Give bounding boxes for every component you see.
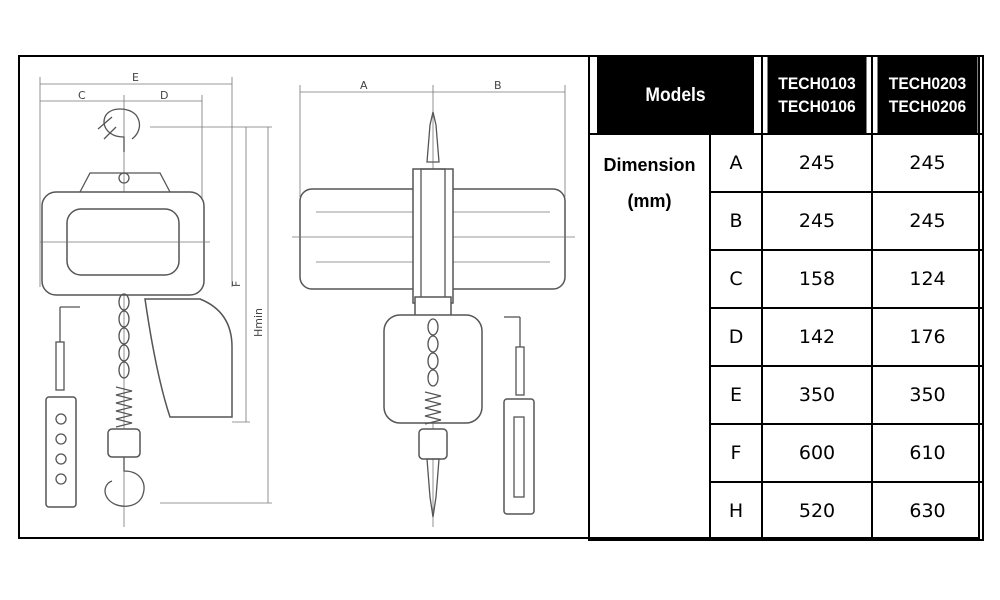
dimension-label-cell: Dimension (mm) [588,133,711,541]
row-key: E [708,365,764,425]
dim-label-a: A [360,79,368,92]
dim-label-d: D [160,89,168,102]
row-key: H [708,481,764,541]
model-name: TECH0206 [888,97,967,116]
row-key: A [708,133,764,193]
row-key: C [708,249,764,309]
table-row: H 520 630 [589,481,985,541]
table-cell: 630 [871,481,985,541]
front-view: E C D [39,71,272,527]
table-row: F 600 610 [589,423,985,483]
table-cell: 158 [761,249,874,309]
table-cell: 142 [761,307,874,367]
table-cell: 520 [761,481,874,541]
table-row: Dimension (mm) A 245 245 [588,133,985,541]
dimension-label: Dimension [603,155,696,175]
model-column-header-1: TECH0103 TECH0106 [765,55,869,135]
row-key: D [708,307,764,367]
row-key: B [708,191,764,251]
model-column-header-2: TECH0203 TECH0206 [875,55,980,135]
dim-label-h: Hmin [252,308,265,337]
table-cell: 245 [871,133,985,193]
dim-label-f: F [230,281,243,287]
row-key: F [708,423,764,483]
models-header: Models [595,55,757,135]
table-row: C 158 124 [589,249,985,309]
dim-label-b: B [494,79,502,92]
hoist-technical-drawing: E C D [39,71,575,527]
dimension-unit: (mm) [627,191,672,211]
model-name: TECH0106 [778,97,856,116]
table-row: B 245 245 [589,191,985,251]
side-view: A B [292,79,575,527]
dimension-table: Models TECH0103 TECH0106 TECH0203 TECH02… [588,55,985,541]
table-header-row: Models TECH0103 TECH0106 TECH0203 TECH02… [589,55,983,135]
model-name: TECH0103 [778,74,856,93]
dim-label-c: C [78,89,86,102]
table-cell: 245 [761,191,874,251]
table-cell: 245 [871,191,985,251]
table-cell: 350 [871,365,985,425]
figure-frame: E C D [18,55,985,541]
dim-label-e: E [132,71,139,84]
table-cell: 245 [761,133,874,193]
table-cell: 176 [871,307,985,367]
table-row: D 142 176 [589,307,985,367]
table-cell: 124 [871,249,985,309]
table-row: E 350 350 [589,365,985,425]
table-cell: 600 [761,423,874,483]
table-cell: 350 [761,365,874,425]
table-cell: 610 [871,423,985,483]
model-name: TECH0203 [888,74,967,93]
